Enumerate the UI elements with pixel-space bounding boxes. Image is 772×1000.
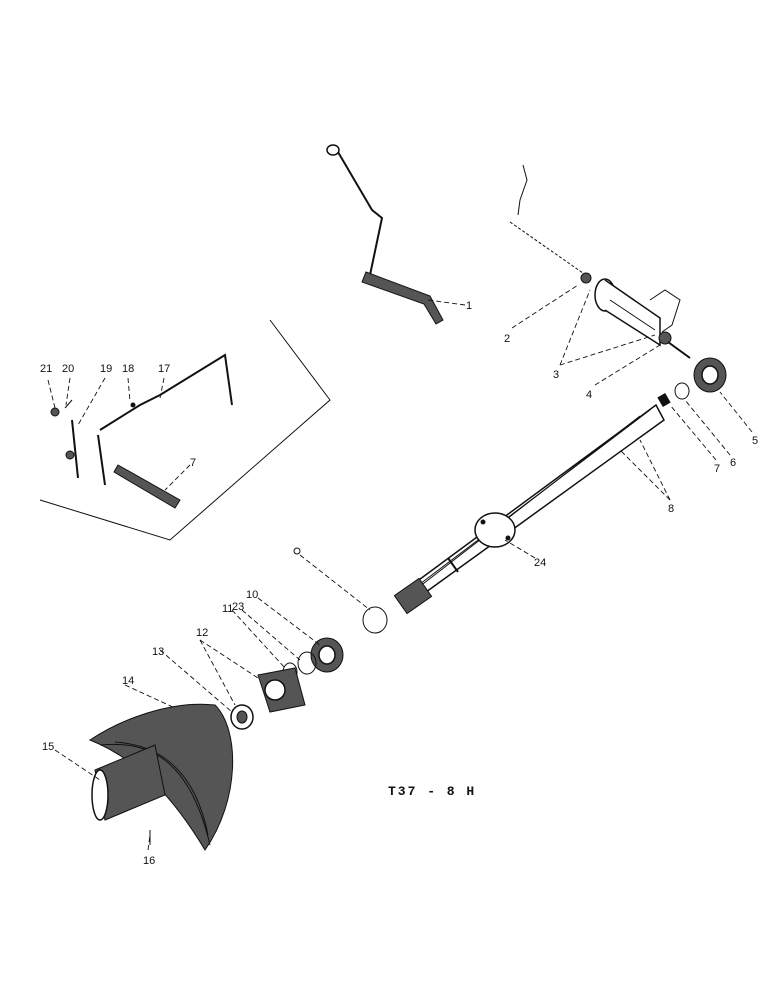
- drawing-code: T37 - 8 H: [388, 784, 476, 799]
- callout-11: 11: [222, 603, 233, 615]
- leader-lines: [47, 284, 753, 851]
- callout-19: 19: [100, 363, 112, 375]
- collar-ring-key: [657, 357, 727, 408]
- callout-6: 6: [730, 457, 736, 469]
- inset-detail: [39, 319, 331, 541]
- callout-labels: 1 2 3 4 5 6 7 7 8 10 11 12 13 14 15 16 1…: [40, 300, 758, 867]
- snap-ring: [293, 547, 388, 634]
- callout-5: 5: [752, 435, 758, 447]
- selector-rod-assembly: [509, 164, 691, 359]
- bearing-stack: [230, 637, 344, 730]
- callout-7-inset: 7: [190, 457, 196, 469]
- callout-12: 12: [196, 627, 208, 639]
- callout-4: 4: [586, 389, 592, 401]
- callout-18: 18: [122, 363, 134, 375]
- callout-7: 7: [714, 463, 720, 475]
- end-tube: [91, 744, 166, 845]
- callout-23: 23: [232, 601, 244, 613]
- callout-17: 17: [158, 363, 170, 375]
- callout-13: 13: [152, 646, 164, 658]
- callout-10: 10: [246, 589, 258, 601]
- callout-16: 16: [143, 855, 155, 867]
- callout-14: 14: [122, 675, 134, 687]
- callout-8: 8: [668, 503, 674, 515]
- callout-3: 3: [553, 369, 559, 381]
- shift-lever: [326, 144, 444, 325]
- callout-20: 20: [62, 363, 74, 375]
- callout-21: 21: [40, 363, 52, 375]
- callout-1: 1: [466, 300, 472, 312]
- callout-15: 15: [42, 741, 54, 753]
- callout-24: 24: [534, 557, 546, 569]
- main-shaft: [393, 403, 665, 615]
- callout-2: 2: [504, 333, 510, 345]
